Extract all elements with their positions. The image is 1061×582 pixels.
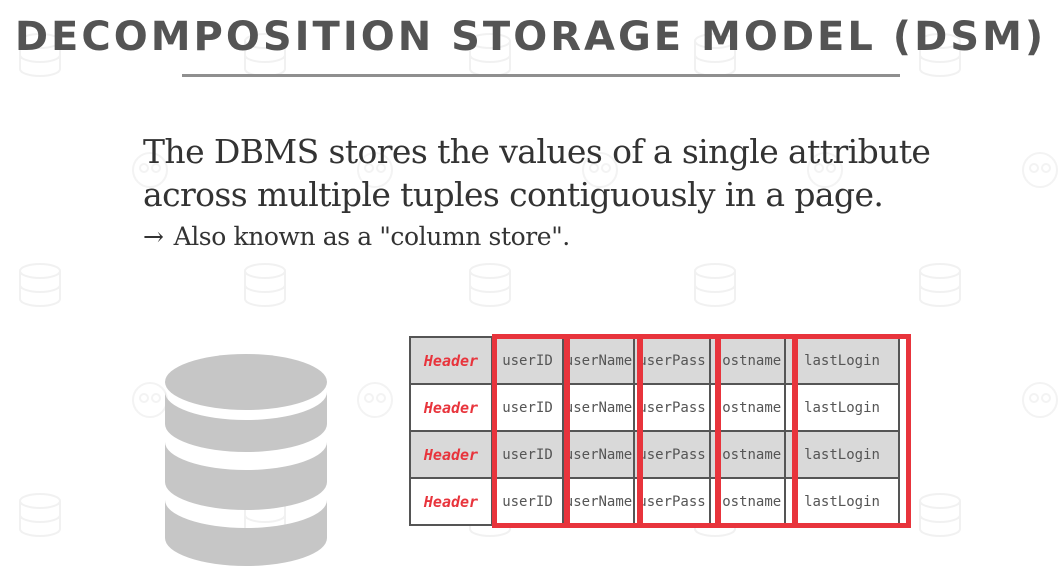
slide-title: DECOMPOSITION STORAGE MODEL (DSM) xyxy=(14,14,1047,60)
body-text-line-1: The DBMS stores the values of a single a… xyxy=(143,132,931,171)
attribute-cell-lastlogin: lastLogin xyxy=(804,446,880,463)
attribute-cell-username: userName xyxy=(564,432,635,477)
attribute-cell-userpass: userPass xyxy=(635,479,711,524)
attribute-cell-lastlogin: lastLogin xyxy=(804,493,880,510)
attribute-cell-username: userName xyxy=(564,385,635,430)
title-underline xyxy=(182,74,900,77)
attribute-cell-userid: userID xyxy=(493,385,564,430)
attribute-cell-userid: userID xyxy=(493,432,564,477)
header-cell: Header xyxy=(411,385,493,430)
attribute-cell-userid: userID xyxy=(493,479,564,524)
attribute-cell-userid: userID xyxy=(493,338,564,383)
sub-bullet-text: Also known as a "column store". xyxy=(173,222,571,251)
sub-bullet: → Also known as a "column store". xyxy=(143,222,570,251)
attribute-cell-hostname: hostname xyxy=(711,479,786,524)
attribute-cell-userpass: userPass xyxy=(635,385,711,430)
attribute-cell-username: userName xyxy=(564,479,635,524)
arrow-icon: → xyxy=(143,222,164,251)
body-text-line-2: across multiple tuples contiguously in a… xyxy=(143,175,884,214)
attribute-cell-lastlogin: lastLogin xyxy=(804,352,880,369)
attribute-cell-hostname: hostname xyxy=(711,385,786,430)
header-cell: Header xyxy=(411,432,493,477)
attribute-cell-hostname: hostname xyxy=(711,338,786,383)
attribute-cell-userpass: userPass xyxy=(635,432,711,477)
header-cell: Header xyxy=(411,338,493,383)
attribute-cell-lastlogin: lastLogin xyxy=(804,399,880,416)
attribute-cell-username: userName xyxy=(564,338,635,383)
database-icon xyxy=(165,354,327,566)
attribute-cell-hostname: hostname xyxy=(711,432,786,477)
header-cell: Header xyxy=(411,479,493,524)
attribute-cell-userpass: userPass xyxy=(635,338,711,383)
